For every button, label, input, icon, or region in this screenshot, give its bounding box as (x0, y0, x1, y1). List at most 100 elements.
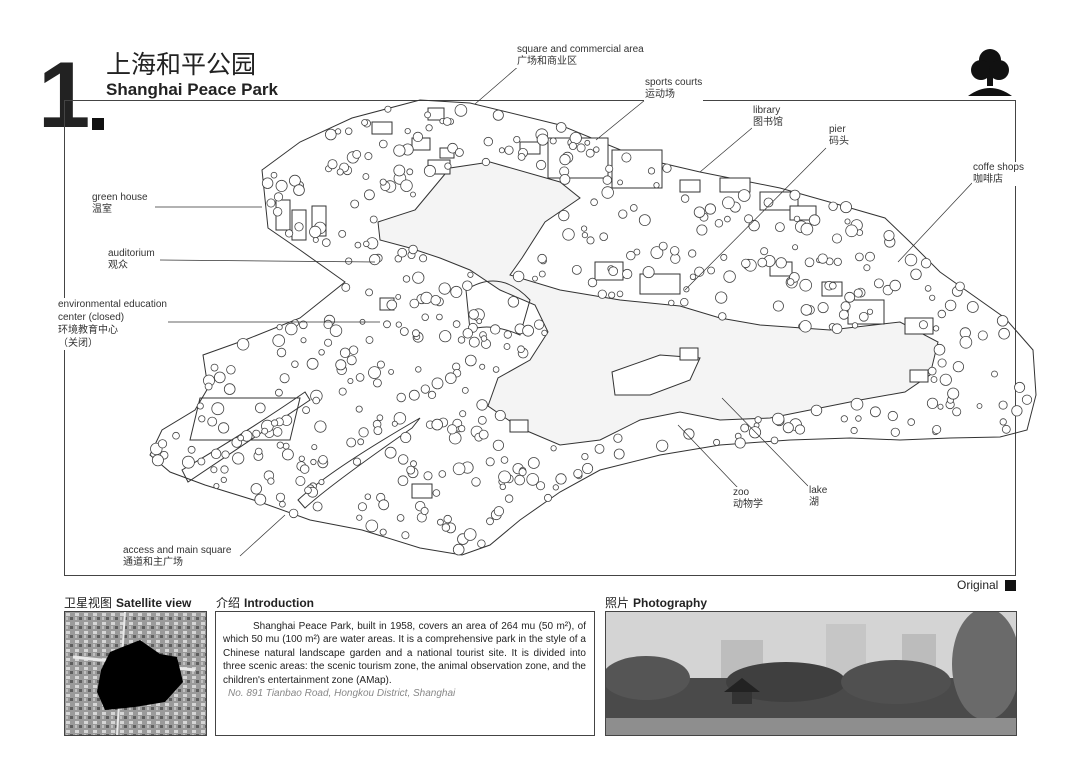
map-tree (602, 175, 613, 185)
map-tree (689, 273, 697, 280)
map-tree (494, 409, 506, 421)
map-tree (267, 477, 275, 485)
map-tree (211, 402, 225, 416)
map-tree (285, 322, 298, 336)
map-tree (883, 230, 895, 242)
map-tree (214, 371, 226, 384)
map-tree (252, 429, 261, 438)
map-tree (907, 418, 915, 426)
map-tree (471, 477, 481, 487)
park-footprint (97, 640, 183, 710)
map-tree (443, 514, 452, 524)
map-tree (715, 291, 728, 304)
map-tree (650, 246, 664, 260)
map-tree (300, 464, 310, 474)
map-tree (476, 318, 483, 325)
map-tree (499, 483, 506, 490)
map-tree (379, 178, 387, 186)
map-tree (760, 247, 769, 256)
map-tree (393, 412, 407, 425)
map-tree (772, 412, 785, 426)
map-tree (291, 360, 299, 368)
map-tree (629, 204, 638, 212)
map-tree (318, 349, 325, 356)
map-tree (514, 474, 525, 486)
map-tree (324, 338, 333, 347)
map-tree (544, 493, 553, 502)
map-tree (396, 392, 406, 403)
map-tree (261, 177, 274, 189)
map-tree (157, 439, 168, 449)
map-tree (321, 238, 331, 247)
map-tree (398, 454, 409, 465)
map-tree (365, 336, 374, 344)
map-tree (311, 444, 318, 451)
map-tree (786, 278, 795, 286)
map-tree (412, 131, 423, 142)
map-tree (279, 500, 286, 508)
map-tree (350, 199, 360, 209)
map-tree (314, 420, 327, 433)
map-tree (400, 179, 413, 192)
map-tree (444, 162, 452, 170)
map-tree (535, 159, 547, 171)
map-tree (492, 109, 504, 121)
amphitheatre (465, 280, 531, 336)
map-tree (613, 433, 623, 443)
map-tree (845, 224, 858, 238)
map-tree (411, 329, 420, 338)
map-tree (696, 224, 708, 236)
map-tree (844, 291, 856, 303)
map-tree (275, 492, 286, 502)
map-tree (391, 420, 398, 427)
map-tree (517, 152, 526, 161)
map-tree (621, 152, 632, 163)
map-tree (402, 275, 411, 283)
map-tree (518, 468, 527, 477)
map-tree (476, 399, 488, 411)
photography-panel (602, 608, 1020, 736)
map-tree (683, 428, 695, 440)
map-tree (452, 320, 461, 328)
map-tree (492, 439, 504, 451)
map-tree (853, 288, 863, 298)
map-tree (236, 338, 250, 351)
map-tree (288, 508, 299, 519)
map-tree (388, 368, 395, 375)
map-tree (828, 281, 837, 290)
map-tree (361, 119, 369, 126)
map-tree (293, 184, 305, 196)
map-tree (352, 457, 362, 466)
map-tree (423, 164, 436, 177)
map-tree (874, 278, 884, 289)
map-tree (772, 300, 784, 312)
map-tree (549, 137, 557, 145)
map-tree (504, 145, 514, 155)
map-tree (763, 197, 774, 208)
satellite-view-panel (64, 611, 207, 736)
map-tree (272, 334, 286, 347)
map-tree (312, 236, 319, 243)
map-tree (693, 206, 706, 218)
map-tree (568, 141, 577, 150)
map-building (719, 177, 751, 193)
map-tree (447, 142, 458, 154)
map-tree (198, 415, 206, 423)
map-tree (770, 436, 779, 445)
map-tree (406, 168, 414, 176)
section-number-dot (92, 118, 104, 130)
map-tree (855, 415, 862, 422)
map-tree (865, 251, 875, 262)
map-tree (512, 270, 525, 283)
map-tree (616, 290, 624, 298)
map-tree (594, 443, 605, 454)
map-tree (863, 264, 871, 272)
map-tree (1021, 394, 1033, 405)
map-tree (355, 373, 365, 382)
map-tree (714, 219, 724, 228)
map-tree (890, 427, 900, 437)
map-tree (533, 319, 545, 330)
map-tree (887, 410, 898, 422)
map-tree (582, 462, 594, 474)
